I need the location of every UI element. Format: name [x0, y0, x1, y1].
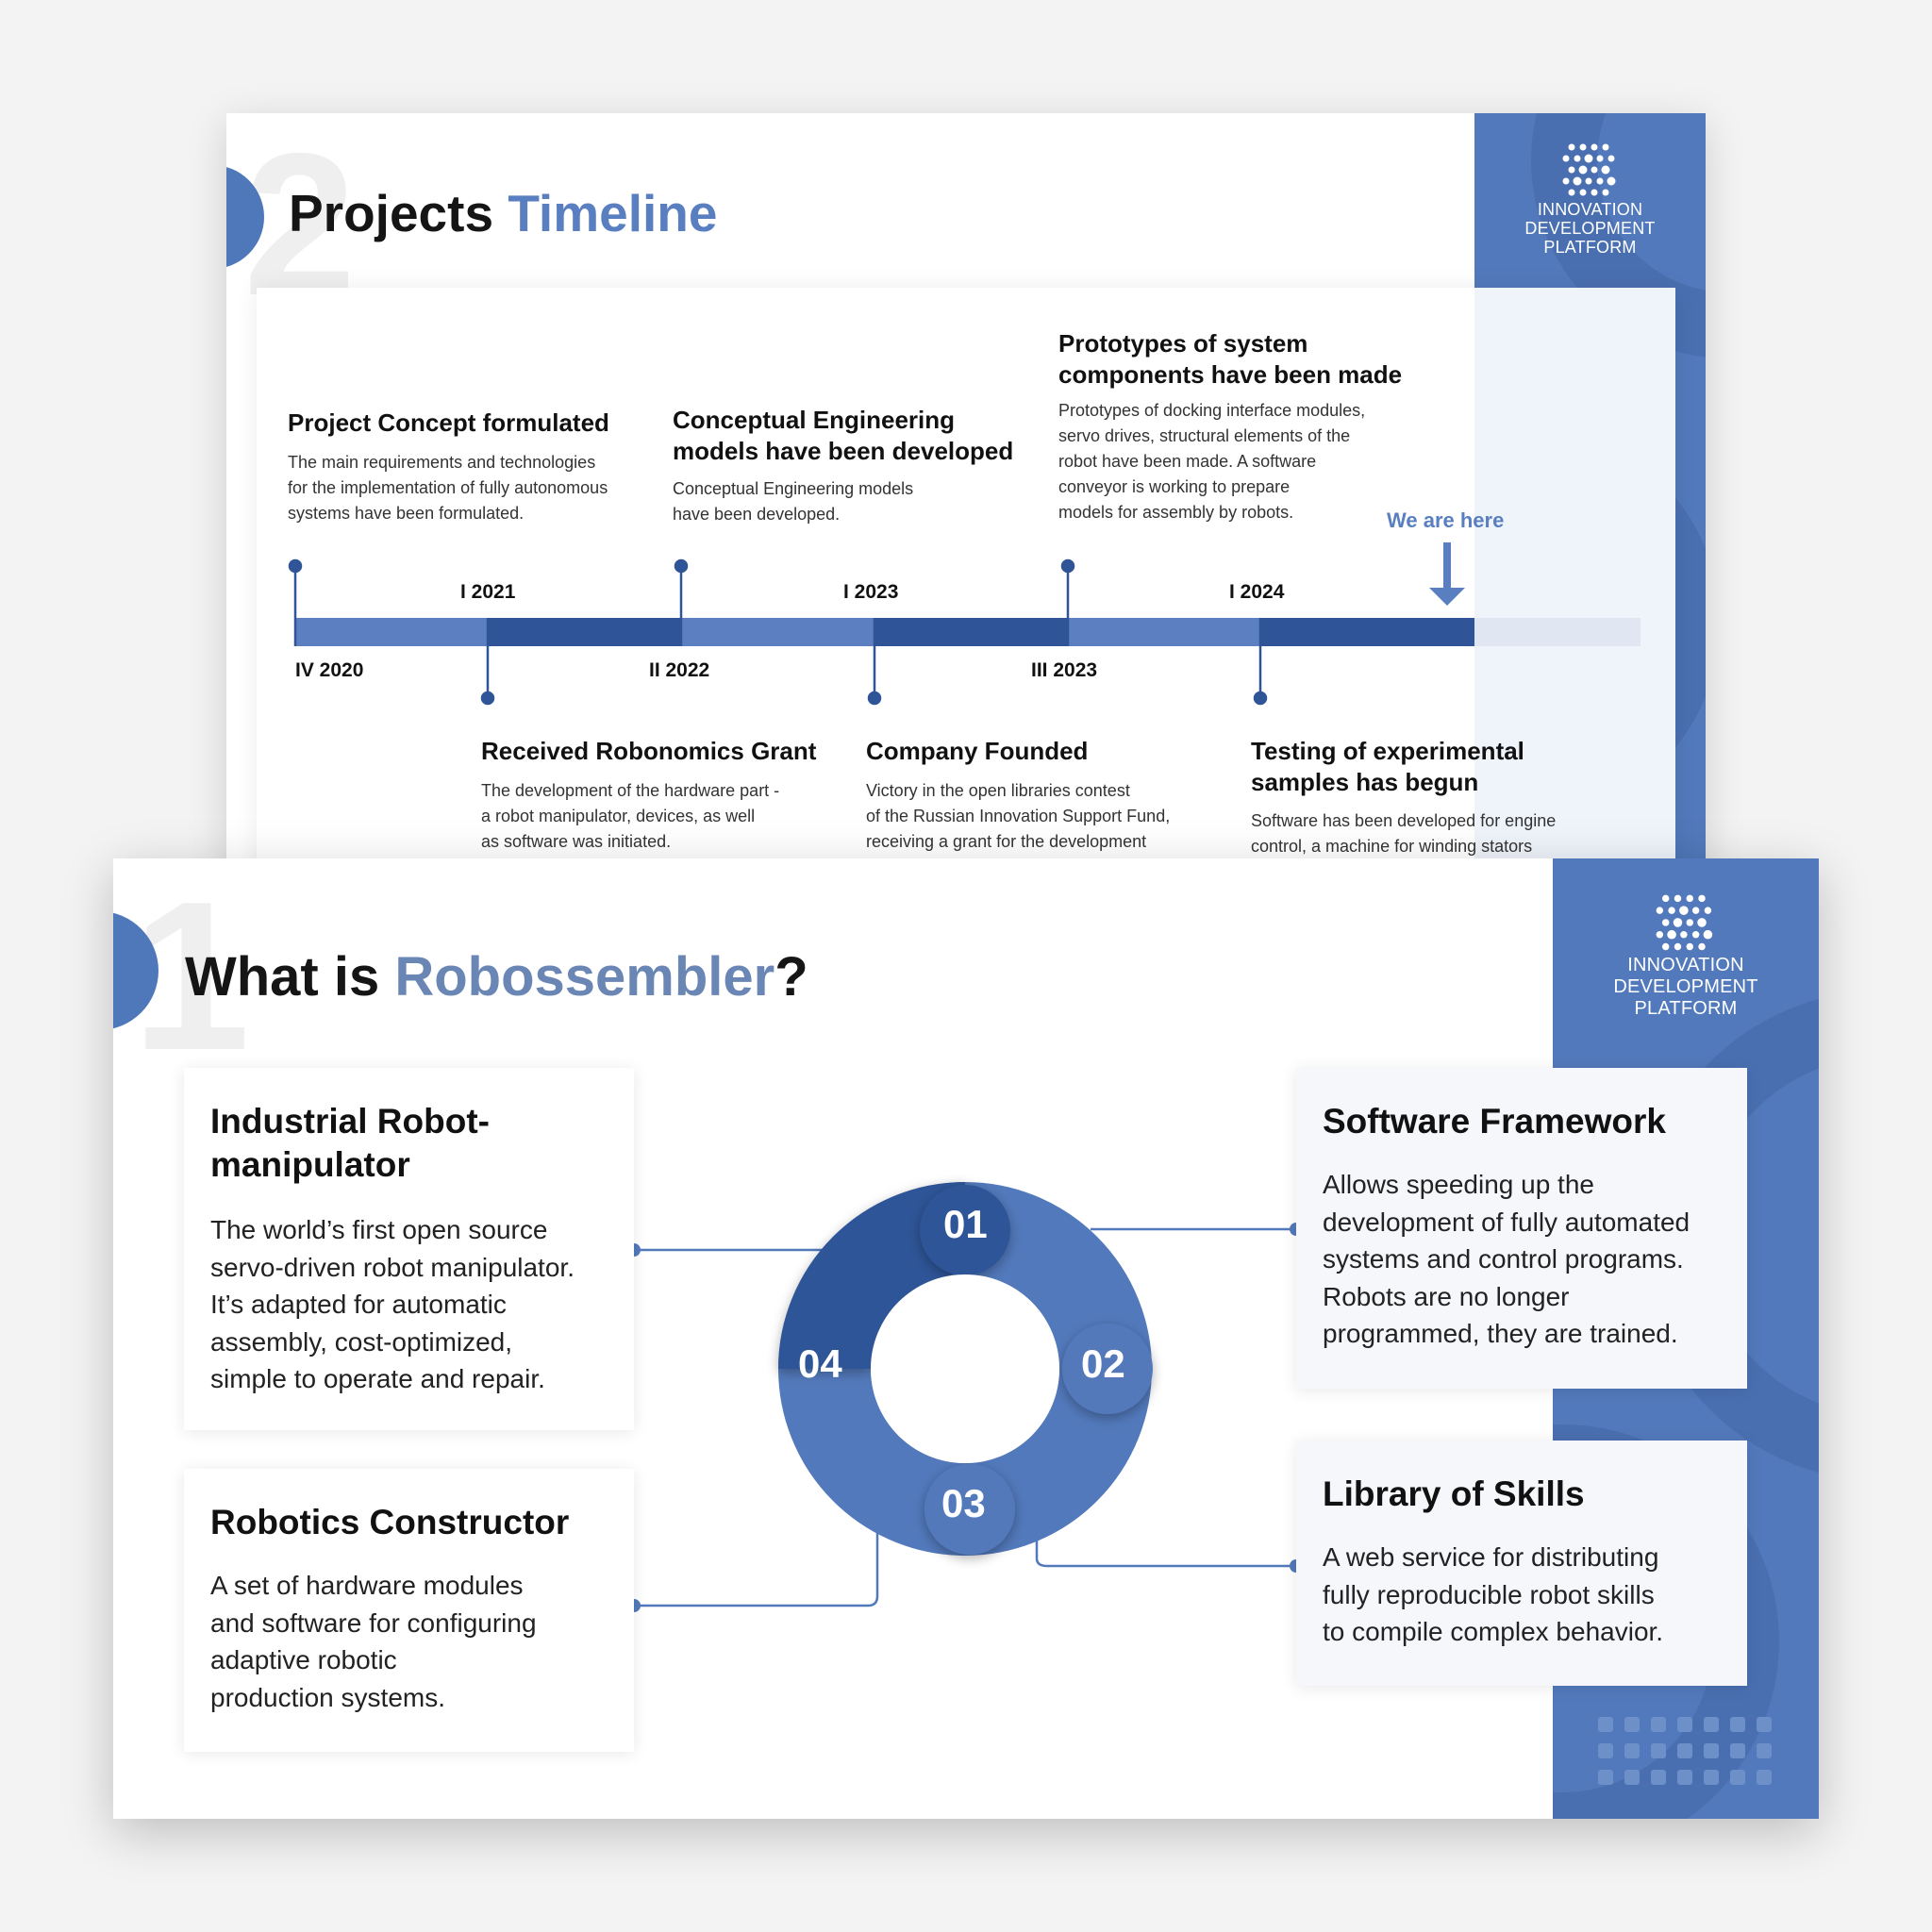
ring-segment-02-cap	[1062, 1324, 1153, 1414]
what-is-robossembler-slide: INNOVATION DEVELOPMENT PLATFORM 1 What i…	[113, 858, 1819, 1819]
ring-label-02: 02	[1081, 1341, 1125, 1386]
event-desc-testing: Software has been developed for engine c…	[1251, 811, 1557, 856]
timeline-bar-segment-1	[295, 618, 488, 646]
card-robotics-constructor: Robotics Constructor A set of hardware m…	[184, 1469, 634, 1752]
card-title-robot-manipulator: Industrial Robot- manipulator	[210, 1102, 490, 1184]
ring-label-01: 01	[943, 1202, 988, 1246]
event-title-grant: Received Robonomics Grant	[481, 737, 817, 765]
period-label-above-1: I 2021	[460, 581, 516, 603]
event-desc-prototypes: Prototypes of docking interface modules,…	[1058, 401, 1366, 522]
arrow-down-icon	[1429, 542, 1465, 606]
dot-matrix-logo-icon	[1562, 143, 1615, 196]
event-title-concept: Project Concept formulated	[288, 408, 609, 437]
event-desc-grant: The development of the hardware part - a…	[481, 781, 780, 851]
timeline-bar-segment-3	[681, 618, 874, 646]
panel-overlay	[1474, 288, 1675, 889]
card-text-software-framework: Allows speeding up the development of fu…	[1323, 1170, 1690, 1348]
ring-inner-hole	[871, 1274, 1059, 1463]
timeline-point-bottom-3	[1253, 691, 1268, 706]
timeline-bar-segment-5	[1068, 618, 1260, 646]
page-title: Projects Timeline	[289, 183, 717, 243]
title-end: ?	[774, 946, 808, 1008]
brand-line-2: DEVELOPMENT	[1524, 219, 1656, 238]
timeline-bar-segment-4	[874, 618, 1068, 646]
ring-segment-01	[778, 1182, 965, 1369]
brand-line-1: INNOVATION	[1627, 955, 1744, 975]
event-desc-founded: Victory in the open libraries contest of…	[866, 781, 1171, 851]
title-accent: Timeline	[508, 184, 718, 242]
card-title-software-framework: Software Framework	[1323, 1102, 1666, 1141]
we-are-here-label: We are here	[1387, 508, 1505, 532]
timeline-bar-segment-2	[488, 618, 681, 646]
period-label-above-3: I 2024	[1229, 581, 1285, 603]
brand-line-1: INNOVATION	[1537, 200, 1643, 219]
projects-timeline-slide: INNOVATION DEVELOPMENT PLATFORM 2 Projec…	[226, 113, 1706, 889]
timeline-point-bottom-1	[480, 691, 495, 706]
title-main: What is	[185, 946, 395, 1008]
card-library-of-skills: Library of Skills A web service for dist…	[1296, 1441, 1747, 1686]
connector-line-4	[1035, 1540, 1296, 1568]
title-main: Projects	[289, 184, 494, 242]
period-label-below-3: III 2023	[1031, 659, 1098, 681]
brand-logo: INNOVATION DEVELOPMENT PLATFORM	[1474, 142, 1706, 257]
dot-matrix-logo-icon	[1656, 894, 1713, 951]
timeline-point-top-3	[1060, 558, 1075, 574]
period-label-above-2: I 2023	[843, 581, 899, 603]
timeline-point-bottom-2	[867, 691, 882, 706]
card-software-framework: Software Framework Allows speeding up th…	[1296, 1068, 1747, 1389]
event-title-engineering: Conceptual Engineering models have been …	[673, 406, 1014, 465]
timeline-point-top-1	[288, 558, 303, 574]
ring-segment-01-cap	[920, 1185, 1010, 1275]
event-desc-concept: The main requirements and technologies f…	[288, 453, 608, 523]
ring-label-03: 03	[941, 1481, 986, 1525]
brand-logo: INNOVATION DEVELOPMENT PLATFORM	[1553, 892, 1819, 1020]
card-title-robotics-constructor: Robotics Constructor	[210, 1503, 570, 1541]
event-title-testing: Testing of experimental samples has begu…	[1251, 737, 1524, 796]
ring-segment-03-cap	[924, 1464, 1015, 1555]
event-title-founded: Company Founded	[866, 737, 1089, 765]
card-text-library-of-skills: A web service for distributing fully rep…	[1323, 1542, 1664, 1646]
ring-label-04: 04	[798, 1341, 842, 1386]
timeline-point-top-2	[674, 558, 689, 574]
event-desc-engineering: Conceptual Engineering models have been …	[673, 479, 914, 524]
decorative-dot-grid	[1598, 1717, 1772, 1785]
period-label-below-1: IV 2020	[295, 659, 364, 681]
card-title-library-of-skills: Library of Skills	[1323, 1474, 1585, 1513]
title-accent: Robossembler	[394, 946, 775, 1008]
period-label-below-2: II 2022	[649, 659, 710, 681]
card-robot-manipulator: Industrial Robot- manipulator The world’…	[184, 1068, 634, 1430]
brand-line-3: PLATFORM	[1543, 238, 1637, 257]
ring-diagram	[627, 1182, 1303, 1612]
event-title-prototypes: Prototypes of system components have bee…	[1058, 329, 1403, 389]
connector-line-3	[634, 1528, 879, 1607]
page-title: What is Robossembler?	[185, 945, 808, 1008]
brand-line-2: DEVELOPMENT	[1613, 976, 1758, 997]
brand-line-3: PLATFORM	[1634, 998, 1738, 1019]
card-text-robotics-constructor: A set of hardware modules and software f…	[210, 1571, 537, 1712]
card-text-robot-manipulator: The world’s first open source servo-driv…	[210, 1215, 575, 1393]
